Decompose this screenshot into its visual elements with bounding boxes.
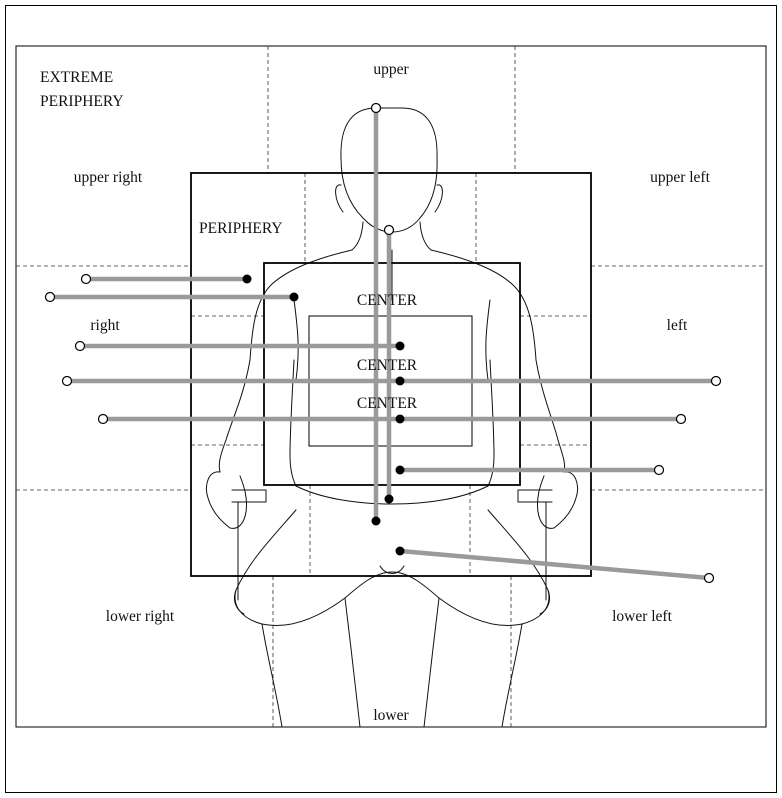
label-upper-left: upper left xyxy=(650,169,711,186)
target-marker xyxy=(396,342,405,351)
label-lower: lower xyxy=(373,707,409,724)
label-periphery: PERIPHERY xyxy=(199,220,283,237)
pointer-lines xyxy=(50,108,716,578)
origin-marker xyxy=(712,377,721,386)
pointer-targets xyxy=(243,275,405,556)
target-marker xyxy=(396,415,405,424)
label-center-outer: CENTER xyxy=(357,292,418,309)
target-marker xyxy=(385,495,394,504)
target-marker xyxy=(243,275,252,284)
label-lower-right: lower right xyxy=(106,608,175,625)
label-left: left xyxy=(667,317,688,334)
origin-marker xyxy=(63,377,72,386)
target-marker xyxy=(396,377,405,386)
target-marker xyxy=(290,293,299,302)
origin-marker xyxy=(46,293,55,302)
pointer-origins xyxy=(46,104,721,583)
label-extreme-periphery: EXTREME xyxy=(40,69,113,86)
origin-marker xyxy=(385,226,394,235)
target-marker xyxy=(396,547,405,556)
origin-marker xyxy=(99,415,108,424)
origin-marker xyxy=(677,415,686,424)
origin-marker xyxy=(372,104,381,113)
origin-marker xyxy=(655,466,664,475)
origin-marker xyxy=(705,574,714,583)
label-right: right xyxy=(90,317,120,334)
origin-marker xyxy=(76,342,85,351)
origin-marker xyxy=(82,275,91,284)
target-marker xyxy=(396,466,405,475)
label-upper-right: upper right xyxy=(74,169,143,186)
label-extreme-periphery-2: PERIPHERY xyxy=(40,93,124,110)
label-center-middle: CENTER xyxy=(357,357,418,374)
label-upper: upper xyxy=(373,61,409,78)
label-lower-left: lower left xyxy=(612,608,673,625)
label-center-inner: CENTER xyxy=(357,395,418,412)
target-marker xyxy=(372,517,381,526)
